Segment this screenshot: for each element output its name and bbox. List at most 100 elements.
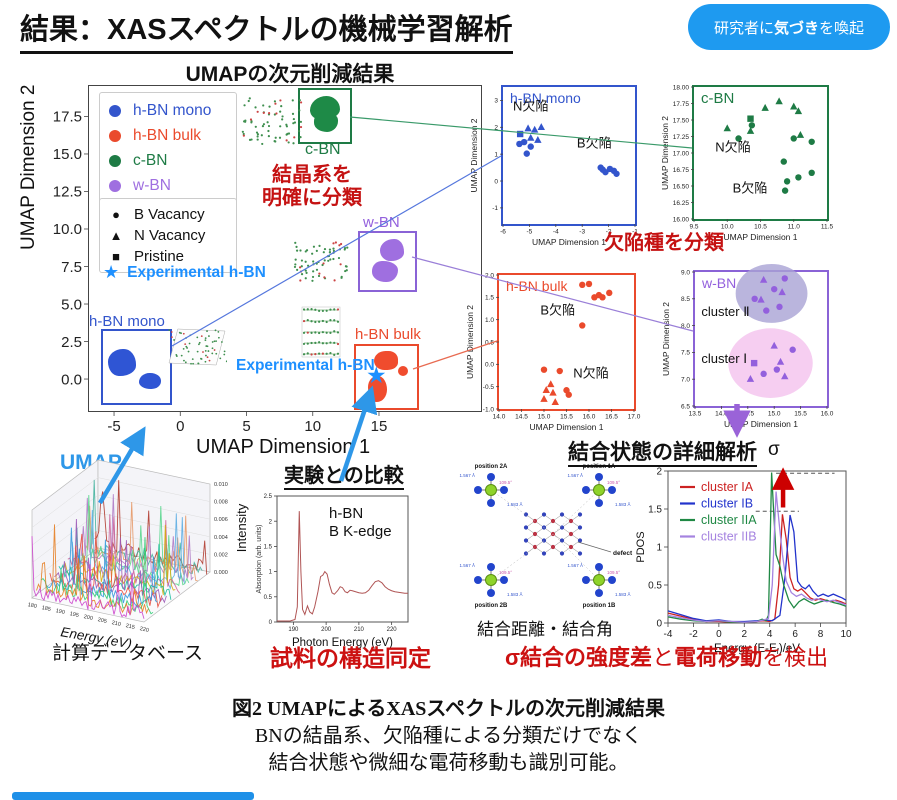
wbn-label: w-BN [363,214,400,231]
defect-classify-annotation: 欠陥種を分類 [604,232,724,254]
svg-text:7.5: 7.5 [681,350,690,357]
svg-text:5: 5 [242,418,250,435]
svg-text:15: 15 [371,418,388,435]
svg-text:N欠陥: N欠陥 [573,366,608,381]
svg-text:-1.0: -1.0 [483,406,495,413]
page-title: 結果：XASスペクトルの機械学習解析 [20,6,513,54]
sigma-label: σ [768,439,780,460]
svg-text:205: 205 [97,617,107,625]
svg-text:2: 2 [269,519,273,525]
svg-text:-1: -1 [632,229,638,236]
svg-text:-5: -5 [107,418,120,435]
bulk-cluster-box: ★ [354,344,419,410]
svg-text:position 2A: position 2A [475,464,508,470]
svg-text:12.5: 12.5 [53,184,82,201]
svg-text:0.0: 0.0 [61,371,82,388]
svg-text:UMAP Dimension 2: UMAP Dimension 2 [661,302,671,376]
svg-text:1.567 Å: 1.567 Å [459,562,475,568]
svg-text:7.0: 7.0 [681,376,690,383]
bonding-analysis-title: 結合状態の詳細解析 [568,436,757,467]
svg-text:cluster Ⅰ: cluster Ⅰ [701,351,747,366]
svg-text:cluster IB: cluster IB [701,497,753,511]
svg-text:2.0: 2.0 [485,272,494,279]
svg-text:2: 2 [656,467,662,478]
svg-text:17.75: 17.75 [673,101,690,108]
next-slide-edge [12,792,254,800]
svg-text:2: 2 [742,629,748,640]
svg-text:9.0: 9.0 [681,269,690,276]
svg-text:0.004: 0.004 [214,535,228,541]
svg-text:0.5: 0.5 [485,339,494,346]
svg-text:position 1B: position 1B [583,603,616,609]
svg-text:8.5: 8.5 [681,296,690,303]
svg-text:10.5: 10.5 [754,224,767,231]
svg-text:215: 215 [125,623,135,631]
svg-text:0.0: 0.0 [485,362,494,369]
svg-text:0.008: 0.008 [214,500,228,506]
legend-item: c-BN [109,148,227,173]
classify-annotation: 結晶系を 明確に分類 [262,164,362,209]
bulk-blob [398,366,408,376]
cbn-blob [314,112,338,132]
svg-text:2: 2 [494,125,498,132]
svg-text:-5: -5 [527,229,533,236]
svg-text:1.567 Å: 1.567 Å [459,472,475,478]
svg-text:14.5: 14.5 [741,411,754,418]
star-icon: ★ [103,262,120,282]
svg-text:15.0: 15.0 [53,146,82,163]
svg-text:6.5: 6.5 [681,403,690,410]
svg-text:210: 210 [354,627,365,633]
svg-text:N欠陥: N欠陥 [513,99,548,114]
svg-text:1.567 Å: 1.567 Å [567,472,583,478]
svg-text:3: 3 [494,98,498,105]
svg-text:17.25: 17.25 [673,134,690,141]
svg-text:Energy (E-Ef)/eV: Energy (E-Ef)/eV [714,643,800,656]
svg-text:16.00: 16.00 [673,216,690,223]
svg-text:210: 210 [111,620,121,628]
svg-text:UMAP Dimension 1: UMAP Dimension 1 [529,422,603,432]
svg-text:0: 0 [176,418,184,435]
cbn-cluster-box [298,88,352,144]
svg-text:6: 6 [792,629,798,640]
figure-caption: 図2 UMAPによるXASスペクトルの次元削減結果 BNの結晶系、欠陥種による分… [0,696,897,777]
experiment-compare-title: 実験との比較 [284,459,404,490]
svg-text:13.5: 13.5 [689,411,702,418]
caption-line: 図2 UMAPによるXASスペクトルの次元削減結果 [232,698,665,720]
svg-text:-1: -1 [492,205,498,212]
caption-line: BNの結晶系、欠陥種による分類だけでなく [254,725,643,747]
svg-text:UMAP Dimension 1: UMAP Dimension 1 [723,232,797,242]
svg-text:17.50: 17.50 [673,117,690,124]
svg-text:-2: -2 [689,629,698,640]
svg-text:Intensity: Intensity [234,503,249,552]
legend-experimental: ★ Experimental h-BN [103,262,266,282]
svg-text:4: 4 [767,629,773,640]
svg-text:16.0: 16.0 [583,414,596,421]
svg-text:1.5: 1.5 [648,505,662,516]
svg-text:109.5°: 109.5° [607,480,620,485]
svg-text:1: 1 [656,543,662,554]
crystal-structure-mono [167,327,227,367]
svg-text:2.5: 2.5 [61,334,82,351]
cbn-label: c-BN [305,141,341,158]
svg-text:UMAP Dimension 2: UMAP Dimension 2 [469,118,479,192]
svg-text:220: 220 [387,627,398,633]
svg-text:0: 0 [269,620,273,626]
svg-text:1: 1 [269,570,273,576]
svg-text:14.0: 14.0 [715,411,728,418]
svg-text:UMAP Dimension 2: UMAP Dimension 2 [465,305,475,379]
mono-blob [108,349,136,376]
svg-text:1: 1 [494,151,498,158]
svg-text:1.583 Å: 1.583 Å [507,591,523,597]
svg-text:0.002: 0.002 [214,552,228,558]
svg-text:cluster IIB: cluster IIB [701,530,757,544]
svg-text:0.5: 0.5 [264,595,273,601]
svg-text:-3: -3 [579,229,585,236]
experimental-star-icon: ★ [366,362,387,388]
svg-text:16.75: 16.75 [673,167,690,174]
svg-text:Absorption (arb. units): Absorption (arb. units) [256,525,263,594]
svg-text:1.5: 1.5 [264,545,273,551]
